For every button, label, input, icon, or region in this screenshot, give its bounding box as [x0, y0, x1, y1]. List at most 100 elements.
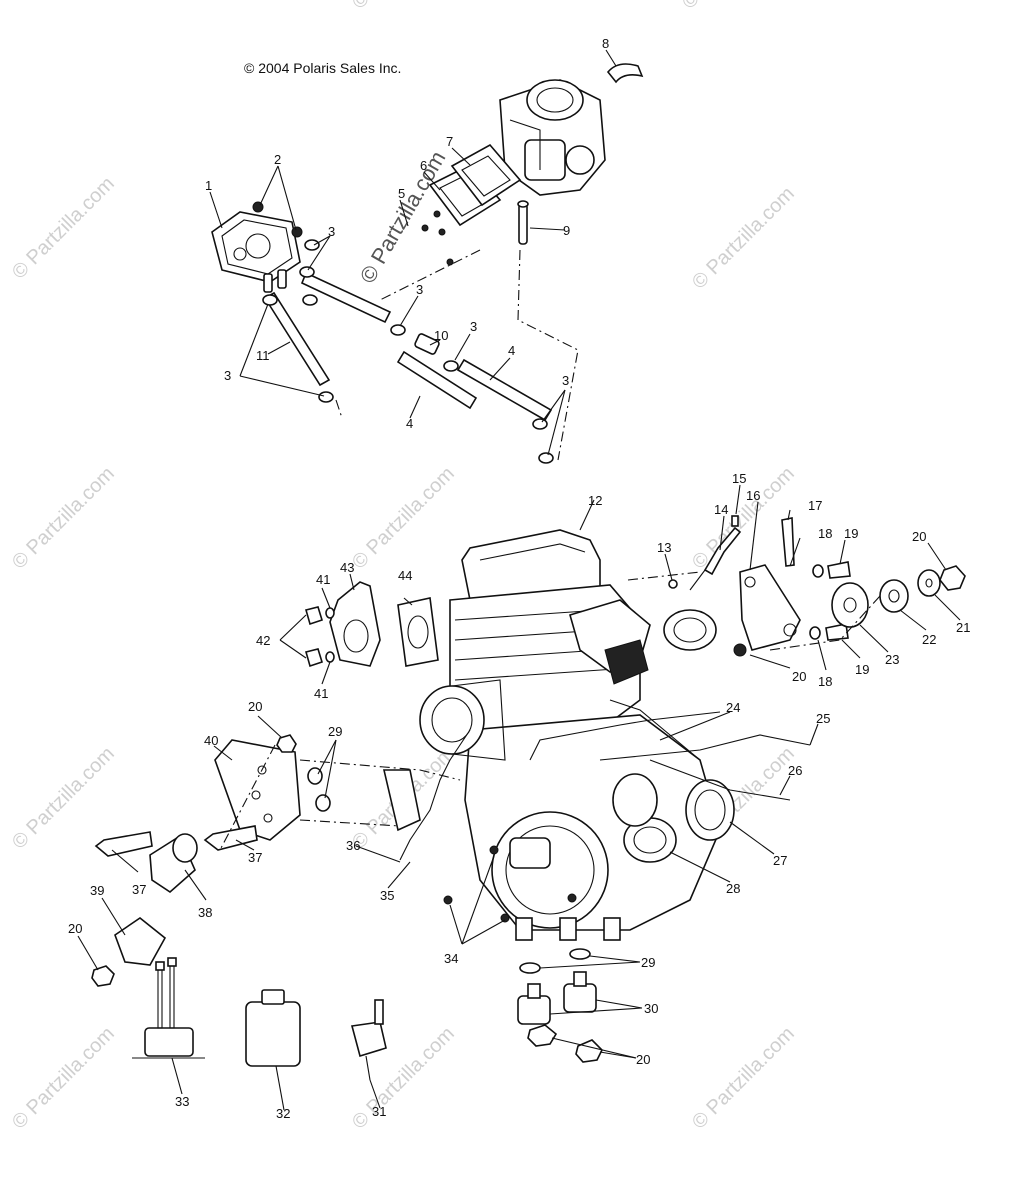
leader-lines: [77, 49, 961, 1111]
callout-7: 7: [446, 134, 453, 149]
part-29-washer: [519, 962, 541, 974]
watermark: © Partzilla.com: [348, 0, 459, 14]
watermark: © Partzilla.com: [8, 1023, 119, 1134]
watermark: © Partzilla.com: [8, 463, 119, 574]
part-20-nut: [276, 734, 297, 753]
part-7-gasket: [450, 143, 522, 207]
callout-25: 25: [816, 711, 830, 726]
part-20-nut: [939, 565, 966, 591]
watermark: © Partzilla.com: [8, 743, 119, 854]
callout-42: 42: [256, 633, 270, 648]
part-23-mount: [831, 582, 869, 628]
callout-22: 22: [922, 632, 936, 647]
callout-18: 18: [818, 526, 832, 541]
part-2-screw: [252, 201, 264, 213]
callout-17: 17: [808, 498, 822, 513]
callout-27: 27: [773, 853, 787, 868]
callout-14: 14: [714, 502, 728, 517]
callout-9: 9: [563, 223, 570, 238]
callout-labels: 1 2 3 3 3 3 3 4 4 5 6 7 8 9 10 11 12 13 …: [68, 36, 970, 1121]
callout-44: 44: [398, 568, 412, 583]
callout-1: 1: [205, 178, 212, 193]
callout-5: 5: [398, 186, 405, 201]
watermark: © Partzilla.com: [348, 463, 459, 574]
callout-16: 16: [746, 488, 760, 503]
part-30-mounts: [517, 971, 597, 1025]
watermark: © Partzilla.com: [8, 173, 119, 284]
part-22-washer: [879, 579, 909, 613]
callout-19: 19: [855, 662, 869, 677]
part-43-manifold: [329, 581, 381, 667]
callout-21: 21: [956, 620, 970, 635]
part-16-bracket: [739, 564, 801, 651]
watermarks: © Partzilla.com © Partzilla.com © Partzi…: [8, 0, 799, 1134]
part-18-washer: [809, 626, 821, 640]
watermark: © Partzilla.com: [688, 1023, 799, 1134]
part-4-hose: [396, 350, 478, 410]
callout-32: 32: [276, 1106, 290, 1121]
callout-20: 20: [636, 1052, 650, 1067]
part-34-bolt: [443, 895, 453, 905]
callout-3: 3: [470, 319, 477, 334]
callout-41: 41: [314, 686, 328, 701]
part-19-bolt: [825, 623, 849, 641]
callout-30: 30: [644, 1001, 658, 1016]
callout-3: 3: [224, 368, 231, 383]
part-20-nut: [91, 965, 115, 987]
callout-18: 18: [818, 674, 832, 689]
part-39-shield: [114, 917, 167, 966]
callout-41: 41: [316, 572, 330, 587]
part-34-bolt: [500, 913, 510, 923]
callout-3: 3: [416, 282, 423, 297]
part-41-washer: [325, 607, 335, 619]
part-37-bolt: [203, 825, 258, 851]
part-44-gasket: [397, 597, 439, 667]
part-31-switch: [350, 999, 387, 1081]
part-11-hose: [263, 291, 331, 387]
part-33-solenoid: [132, 957, 205, 1059]
callout-3: 3: [562, 373, 569, 388]
callout-23: 23: [885, 652, 899, 667]
callout-35: 35: [380, 888, 394, 903]
left-assembly: [91, 581, 471, 987]
part-3-clamps: [262, 239, 554, 464]
callout-20: 20: [792, 669, 806, 684]
part-10-filter: [414, 333, 440, 355]
callout-20: 20: [68, 921, 82, 936]
part-18-washer: [812, 564, 824, 578]
part-20-nut: [733, 643, 747, 657]
callout-38: 38: [198, 905, 212, 920]
bottom-parts: [132, 948, 603, 1081]
part-37-bolt: [94, 831, 153, 857]
copyright-notice: © 2004 Polaris Sales Inc.: [244, 60, 402, 76]
watermark: © Partzilla.com: [688, 183, 799, 294]
callout-11: 11: [256, 348, 270, 363]
part-40-bracket: [214, 739, 301, 841]
part-19-bolt: [827, 561, 851, 579]
callout-40: 40: [204, 733, 218, 748]
part-15-plug: [731, 515, 739, 527]
callout-37: 37: [248, 850, 262, 865]
callout-33: 33: [175, 1094, 189, 1109]
part-32-module: [245, 989, 301, 1067]
part-20-nut: [527, 1024, 558, 1047]
part-29-washer: [569, 948, 591, 960]
callout-13: 13: [657, 540, 671, 555]
callout-37: 37: [132, 882, 146, 897]
part-41-washer: [325, 651, 335, 663]
part-34-bolt: [489, 845, 499, 855]
part-13-ball: [668, 579, 678, 589]
part-8-hose: [606, 63, 644, 84]
callout-20: 20: [248, 699, 262, 714]
callout-29: 29: [641, 955, 655, 970]
part-29-washer: [315, 794, 331, 812]
part-14-sensor: [703, 526, 742, 576]
fuel-system-assembly: [211, 63, 644, 464]
callout-12: 12: [588, 493, 602, 508]
callout-39: 39: [90, 883, 104, 898]
callout-34: 34: [444, 951, 458, 966]
callout-26: 26: [788, 763, 802, 778]
callout-24: 24: [726, 700, 740, 715]
callout-43: 43: [340, 560, 354, 575]
part-4-hose: [456, 358, 553, 422]
